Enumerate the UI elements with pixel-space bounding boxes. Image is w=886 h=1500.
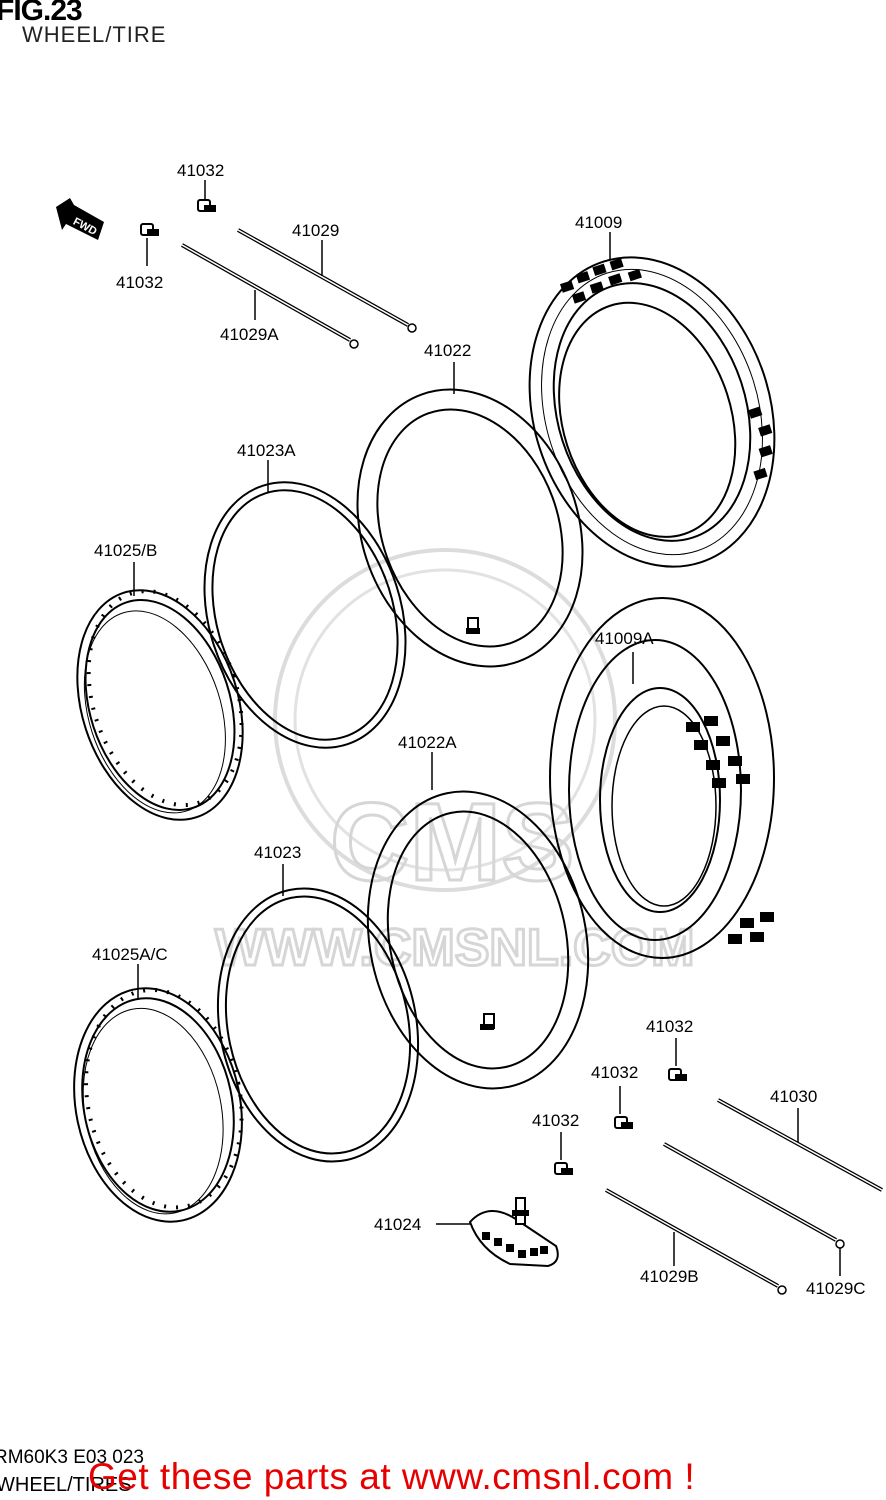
spoke-41029a — [181, 243, 359, 349]
part-label: 41029C — [806, 1279, 866, 1298]
spoke-41029 — [237, 228, 417, 333]
rim-band-41023 — [216, 887, 420, 1163]
bolt-41032-lower-2 — [614, 1086, 633, 1129]
bolt-41032-top — [197, 180, 216, 212]
part-label: 41029A — [220, 325, 279, 344]
part-label: 41025/B — [94, 541, 157, 560]
tube-41022a — [366, 790, 590, 1090]
bolt-41032-lower-3 — [554, 1132, 573, 1175]
part-label: 41032 — [116, 273, 163, 292]
figure-subtitle: WHEEL/TIRE — [22, 22, 167, 47]
watermark-url: WWW.CMSNL.COM — [215, 919, 694, 977]
tire-41009a — [549, 597, 775, 959]
part-label: 41009A — [595, 629, 654, 648]
diagram-code: RM60K3 E03 023 — [0, 1447, 144, 1468]
spoke-41029c — [663, 1142, 845, 1276]
part-label: 41032 — [646, 1017, 693, 1036]
watermark: CMS WWW.CMSNL.COM — [214, 548, 696, 979]
footer-subtitle: WHEEL/TIRES — [0, 1474, 132, 1496]
part-labels: 41032 41032 41029 41029A 41009 41022 410… — [92, 161, 866, 1298]
part-label: 41029 — [292, 221, 339, 240]
part-label: 41023A — [237, 441, 296, 460]
tube-valve-41022a — [480, 1013, 495, 1030]
part-label: 41025A/C — [92, 945, 168, 964]
tube-41022 — [356, 388, 584, 668]
bolt-41032-lower-1 — [668, 1038, 687, 1081]
tire-41009 — [528, 256, 776, 568]
rim-lock-41024 — [436, 1197, 559, 1268]
part-label: 41032 — [532, 1111, 579, 1130]
part-label: 41009 — [575, 213, 622, 232]
spoke-41030 — [717, 1098, 883, 1192]
tube-valve-41022 — [466, 617, 480, 634]
watermark-brand: CMS — [330, 781, 574, 904]
rim-41025ac — [73, 987, 244, 1223]
rim-band-41023a — [203, 481, 407, 749]
fwd-arrow-icon: FWD — [56, 198, 104, 240]
part-label: 41030 — [770, 1087, 817, 1106]
cta-link[interactable]: Get these parts at www.cmsnl.com ! — [88, 1456, 696, 1497]
part-label: 41032 — [177, 161, 224, 180]
part-label: 41029B — [640, 1267, 699, 1286]
rim-41025b — [76, 589, 244, 821]
part-label: 41023 — [254, 843, 301, 862]
part-label: 41024 — [374, 1215, 421, 1234]
spoke-41029b — [605, 1188, 787, 1295]
bolt-41032-left — [140, 223, 159, 266]
part-label: 41032 — [591, 1063, 638, 1082]
part-label: 41022A — [398, 733, 457, 752]
figure-title: FIG.23 — [0, 0, 83, 27]
part-label: 41022 — [424, 341, 471, 360]
